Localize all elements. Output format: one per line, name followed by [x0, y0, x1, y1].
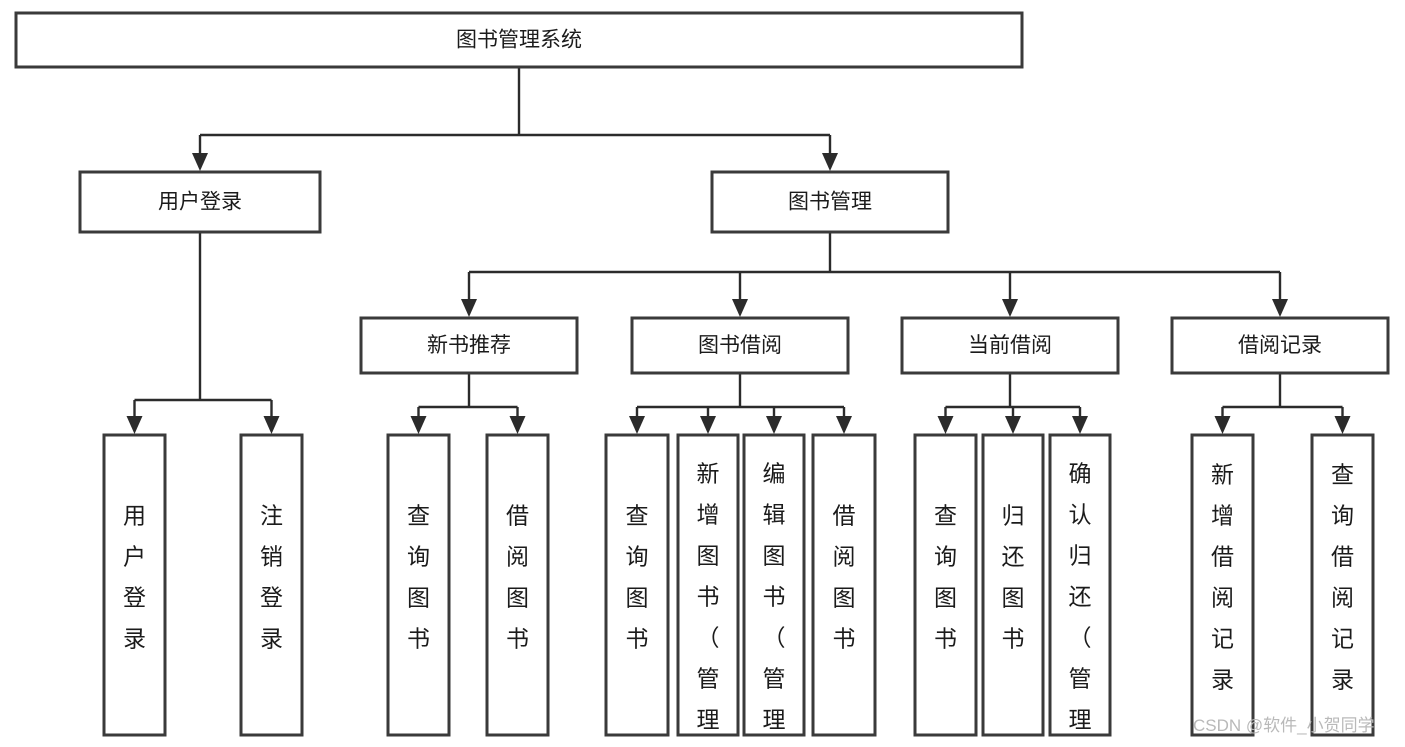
arrow-head-icon: [700, 416, 716, 434]
node-layer: 图书管理系统用户登录图书管理新书推荐图书借阅当前借阅借阅记录用户登录注销登录查询…: [14, 11, 1390, 747]
node-leaf_10[interactable]: 确认归还（管理员）: [1048, 433, 1112, 747]
connector-group: [629, 373, 852, 434]
node-box[interactable]: [981, 433, 1045, 737]
connector-group: [192, 67, 838, 171]
node-label: 查询借阅记录: [1331, 462, 1354, 693]
node-label: 新增借阅记录: [1211, 462, 1234, 693]
node-box[interactable]: [239, 433, 304, 737]
node-leaf_6[interactable]: 编辑图书（管理员）: [742, 433, 806, 747]
arrow-head-icon: [410, 416, 427, 434]
node-leaf_4[interactable]: 查询图书: [604, 433, 670, 737]
arrow-head-icon: [629, 416, 645, 434]
arrow-head-icon: [822, 153, 838, 171]
node-l3_1[interactable]: 图书借阅: [630, 316, 850, 375]
node-box[interactable]: [78, 170, 322, 234]
node-label: 借阅记录: [1238, 334, 1322, 357]
node-label: 借阅图书: [833, 503, 856, 652]
arrow-head-icon: [1002, 299, 1018, 317]
arrow-head-icon: [263, 416, 280, 434]
connector-group: [461, 232, 1288, 317]
node-leaf_5[interactable]: 新增图书（管理员）: [676, 433, 740, 747]
node-leaf_2[interactable]: 查询图书: [386, 433, 451, 737]
node-label: 当前借阅: [968, 334, 1052, 357]
node-box[interactable]: [485, 433, 550, 737]
node-leaf_0[interactable]: 用户登录: [102, 433, 167, 737]
node-box[interactable]: [1048, 433, 1112, 737]
node-root[interactable]: 图书管理系统: [14, 11, 1024, 69]
node-box[interactable]: [1310, 433, 1375, 737]
arrow-head-icon: [1214, 416, 1231, 434]
node-box[interactable]: [913, 433, 978, 737]
node-l2_0[interactable]: 用户登录: [78, 170, 322, 234]
connector-group: [1214, 373, 1351, 434]
node-l3_2[interactable]: 当前借阅: [900, 316, 1120, 375]
node-box[interactable]: [386, 433, 451, 737]
node-label: 确认归还（管理员）: [1069, 461, 1092, 747]
arrow-head-icon: [732, 299, 748, 317]
node-box[interactable]: [710, 170, 950, 234]
arrow-head-icon: [1072, 416, 1088, 434]
node-box[interactable]: [102, 433, 167, 737]
node-label: 编辑图书（管理员）: [763, 461, 786, 747]
node-label: 归还图书: [1002, 503, 1025, 652]
node-box[interactable]: [1170, 316, 1390, 375]
connector-layer: [126, 67, 1351, 434]
node-box[interactable]: [742, 433, 806, 737]
connector-group: [937, 373, 1088, 434]
node-label: 用户登录: [123, 503, 146, 652]
node-label: 新增图书（管理员）: [697, 461, 720, 747]
node-box[interactable]: [1190, 433, 1255, 737]
arrow-head-icon: [937, 416, 954, 434]
arrow-head-icon: [1334, 416, 1351, 434]
node-label: 图书管理系统: [456, 29, 582, 52]
node-l3_3[interactable]: 借阅记录: [1170, 316, 1390, 375]
node-box[interactable]: [14, 11, 1024, 69]
arrow-head-icon: [766, 416, 782, 434]
arrow-head-icon: [1005, 416, 1021, 434]
node-l3_0[interactable]: 新书推荐: [359, 316, 579, 375]
node-leaf_12[interactable]: 查询借阅记录: [1310, 433, 1375, 737]
arrow-head-icon: [192, 153, 208, 171]
node-box[interactable]: [604, 433, 670, 737]
node-label: 借阅图书: [506, 503, 529, 652]
node-leaf_3[interactable]: 借阅图书: [485, 433, 550, 737]
arrow-head-icon: [836, 416, 852, 434]
node-box[interactable]: [900, 316, 1120, 375]
connector-group: [126, 232, 280, 434]
node-label: 用户登录: [158, 191, 242, 214]
node-label: 图书借阅: [698, 334, 782, 357]
csdn-watermark: CSDN @软件_小贺同学: [1193, 716, 1375, 735]
arrow-head-icon: [1272, 299, 1288, 317]
node-label: 查询图书: [934, 503, 957, 652]
arrow-head-icon: [509, 416, 526, 434]
node-leaf_8[interactable]: 查询图书: [913, 433, 978, 737]
node-box[interactable]: [676, 433, 740, 737]
node-box[interactable]: [630, 316, 850, 375]
node-leaf_7[interactable]: 借阅图书: [811, 433, 877, 737]
node-label: 查询图书: [407, 503, 430, 652]
node-leaf_11[interactable]: 新增借阅记录: [1190, 433, 1255, 737]
node-box[interactable]: [359, 316, 579, 375]
node-leaf_9[interactable]: 归还图书: [981, 433, 1045, 737]
connector-group: [410, 373, 526, 434]
node-label: 注销登录: [260, 503, 283, 652]
node-box[interactable]: [811, 433, 877, 737]
arrow-head-icon: [126, 416, 143, 434]
arrow-head-icon: [461, 299, 477, 317]
node-label: 图书管理: [788, 191, 872, 214]
node-label: 查询图书: [626, 503, 649, 652]
node-label: 新书推荐: [427, 334, 511, 357]
node-l2_1[interactable]: 图书管理: [710, 170, 950, 234]
node-leaf_1[interactable]: 注销登录: [239, 433, 304, 737]
